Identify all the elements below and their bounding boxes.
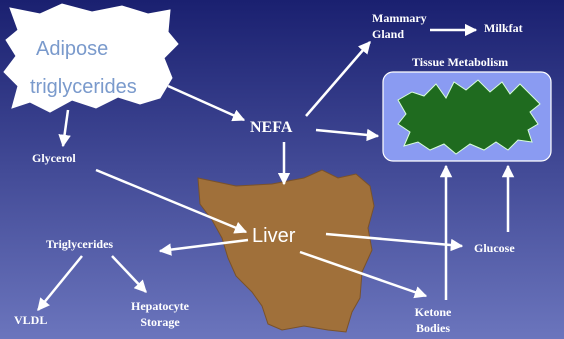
vldl-label: VLDL (14, 314, 47, 327)
glycerol-label: Glycerol (32, 152, 76, 165)
adipose-label-line1: Adipose (36, 38, 108, 60)
hepatocyte-label-line2: Storage (140, 316, 179, 329)
hepatocyte-label-line1: Hepatocyte (131, 300, 189, 313)
nefa-label: NEFA (250, 119, 292, 137)
adipose-label-line2: triglycerides (30, 76, 137, 98)
liver-label: Liver (252, 225, 295, 247)
ketone-label-line1: Ketone (415, 306, 452, 319)
mammary-label-line1: Mammary (372, 12, 427, 25)
milkfat-label: Milkfat (484, 22, 523, 35)
mammary-label-line2: Gland (372, 28, 404, 41)
ketone-label-line2: Bodies (416, 322, 450, 335)
triglycerides-label: Triglycerides (46, 238, 113, 251)
tissue-metabolism-label: Tissue Metabolism (412, 56, 508, 69)
glucose-label: Glucose (474, 242, 515, 255)
